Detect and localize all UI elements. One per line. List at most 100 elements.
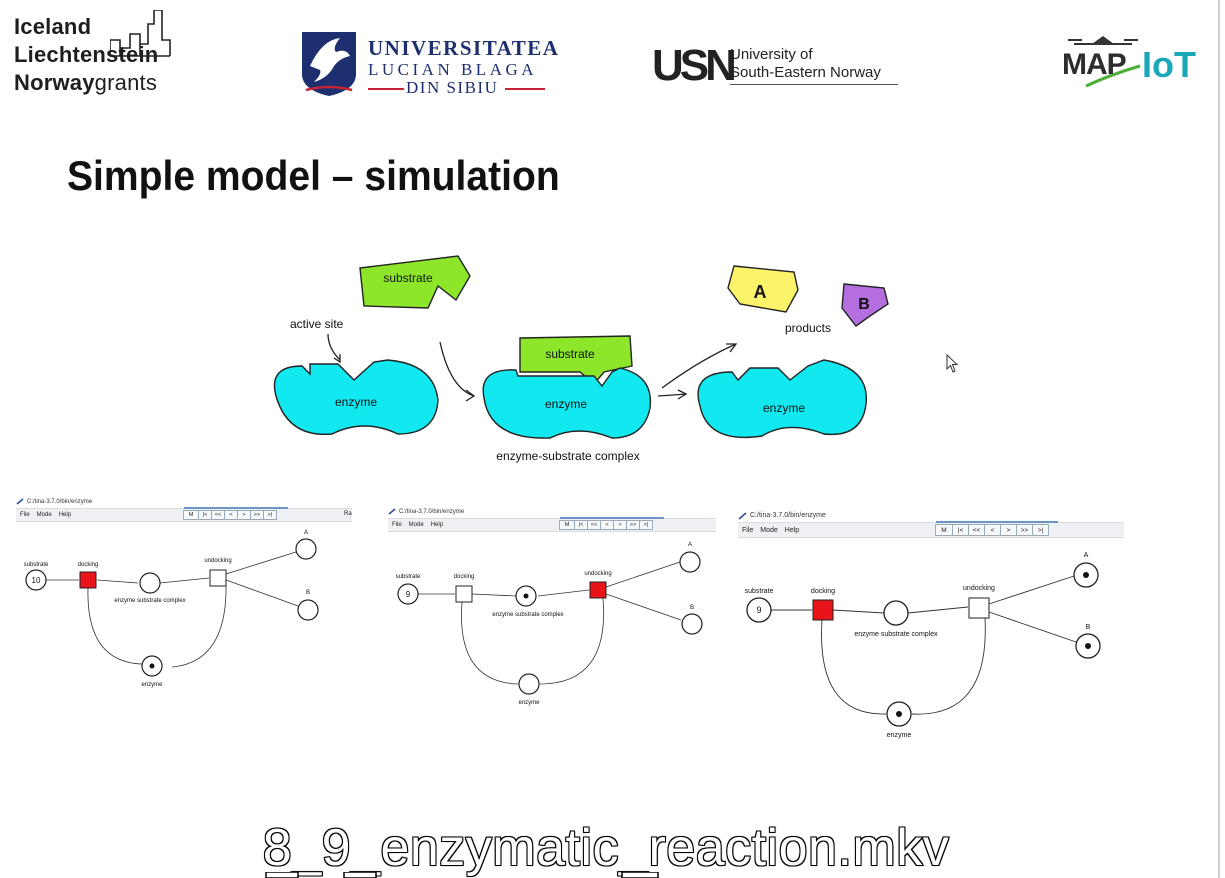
last-step-button[interactable]: >| <box>263 510 277 520</box>
first-step-button[interactable]: |< <box>574 520 588 530</box>
menu-file[interactable]: File <box>20 512 30 518</box>
enzyme-token <box>149 663 155 669</box>
illus-product-b-label: B <box>858 296 870 313</box>
docking-label: docking <box>811 588 835 595</box>
mode-button[interactable]: M <box>559 520 575 530</box>
tina-menubar: File Mode Help M |< << < > >> >| <box>388 517 716 532</box>
stepper-toolbar: M |< << < > >> >| <box>559 520 653 530</box>
undocking-label: undocking <box>963 585 995 592</box>
menu-help[interactable]: Help <box>430 522 444 528</box>
menu-mode[interactable]: Mode <box>408 522 424 528</box>
substrate-place[interactable]: 9 <box>397 583 419 605</box>
substrate-place[interactable]: 9 <box>746 597 772 623</box>
substrate-token-count: 10 <box>32 576 41 585</box>
usn-line-1: University of <box>730 46 813 63</box>
ulbs-red-rule-right <box>505 88 545 90</box>
substrate-label: substrate <box>745 588 774 595</box>
step-forward-button[interactable]: > <box>237 510 251 520</box>
product-b-place[interactable] <box>297 599 319 621</box>
docking-transition[interactable] <box>455 585 473 603</box>
enzyme-label: enzyme <box>518 700 540 706</box>
product-a-label: A <box>1084 552 1089 559</box>
tina-titlebar: C:/tina-3.7.0/bin/enzyme <box>388 506 464 517</box>
fast-back-button[interactable]: << <box>968 524 985 536</box>
tina-menubar: File Mode Help M |< << < > >> >| <box>738 521 1124 538</box>
enzyme-label: enzyme <box>141 682 163 688</box>
substrate-label: substrate <box>396 574 421 580</box>
menu-file[interactable]: File <box>742 526 754 534</box>
complex-place[interactable] <box>883 600 909 626</box>
illus-enzyme-label-2: enzyme <box>545 397 587 411</box>
first-step-button[interactable]: |< <box>198 510 212 520</box>
ulbs-red-rule-left <box>368 88 404 90</box>
enzyme-place[interactable] <box>518 673 540 695</box>
menu-help[interactable]: Help <box>58 512 72 518</box>
undocking-transition[interactable] <box>968 597 990 619</box>
eea-line-liechtenstein: Liechtenstein <box>14 42 159 67</box>
step-back-button[interactable]: < <box>984 524 1001 536</box>
illus-enzyme-label-1: enzyme <box>335 395 377 409</box>
undocking-label: undocking <box>204 558 231 564</box>
complex-label: enzyme substrate complex <box>114 598 185 604</box>
step-back-button[interactable]: < <box>600 520 614 530</box>
tina-window-2: C:/tina-3.7.0/bin/enzyme File Mode Help … <box>388 506 716 712</box>
product-b-label: B <box>1086 624 1091 631</box>
mouse-cursor-icon <box>946 354 959 373</box>
substrate-place[interactable]: 10 <box>25 569 47 591</box>
menu-mode[interactable]: Mode <box>36 512 52 518</box>
docking-label: docking <box>78 562 99 568</box>
enzyme-shape-2 <box>482 367 652 439</box>
enzyme-shape-3 <box>697 359 867 439</box>
toolbar-accent <box>560 517 664 519</box>
last-step-button[interactable]: >| <box>1032 524 1049 536</box>
eea-line-norway: Norway <box>14 70 95 95</box>
product-a-label: A <box>688 542 692 548</box>
fast-back-button[interactable]: << <box>587 520 601 530</box>
mapiot-text-iot: IoT <box>1142 44 1196 85</box>
docking-transition[interactable] <box>79 571 97 589</box>
fast-forward-button[interactable]: >> <box>250 510 264 520</box>
product-b-place[interactable] <box>681 613 703 635</box>
complex-label: enzyme substrate complex <box>492 612 563 618</box>
eea-line-grants: grants <box>94 70 158 95</box>
undocking-transition[interactable] <box>589 581 607 599</box>
menu-help[interactable]: Help <box>784 526 800 534</box>
fast-back-button[interactable]: << <box>211 510 225 520</box>
usn-line-2: South-Eastern Norway <box>730 64 881 81</box>
tina-window-3: C:/tina-3.7.0/bin/enzyme File Mode Help … <box>738 510 1124 742</box>
menu-file[interactable]: File <box>392 522 402 528</box>
step-back-button[interactable]: < <box>224 510 238 520</box>
mode-button[interactable]: M <box>935 524 953 536</box>
enzyme-label: enzyme <box>887 732 912 739</box>
undocking-label: undocking <box>584 571 611 577</box>
tina-titlebar: C:/tina-3.7.0/bin/enzyme <box>738 510 826 521</box>
product-a-label: A <box>304 530 308 536</box>
product-a-place[interactable] <box>295 538 317 560</box>
toolbar-extra-label[interactable]: Ra <box>344 511 352 517</box>
petri-net-3: 9 substrate docking enzyme substrate com… <box>745 552 1101 739</box>
menu-mode[interactable]: Mode <box>760 526 778 534</box>
illus-complex-label: enzyme-substrate complex <box>496 449 639 463</box>
mode-button[interactable]: M <box>183 510 199 520</box>
eea-grants-mark-icon <box>110 10 171 57</box>
docking-transition[interactable] <box>812 599 834 621</box>
step-forward-button[interactable]: > <box>613 520 627 530</box>
tina-app-icon <box>16 498 24 505</box>
illus-active-site-label: active site <box>290 317 344 331</box>
toolbar-accent <box>936 521 1058 523</box>
fast-forward-button[interactable]: >> <box>626 520 640 530</box>
product-b-shape <box>841 283 889 327</box>
mapiot-drone-icon <box>1068 36 1141 88</box>
tina-window-title: C:/tina-3.7.0/bin/enzyme <box>27 498 93 505</box>
first-step-button[interactable]: |< <box>952 524 969 536</box>
substrate-token-count: 9 <box>756 605 761 615</box>
petri-net-1: 10 substrate docking enzyme substrate co… <box>24 530 319 688</box>
undocking-transition[interactable] <box>209 569 227 587</box>
video-filename-caption: 8_9_enzymatic_reaction.mkv <box>262 818 950 878</box>
petri-net-2: 9 substrate docking enzyme substrate com… <box>396 542 703 706</box>
product-a-place[interactable] <box>679 551 701 573</box>
last-step-button[interactable]: >| <box>639 520 653 530</box>
step-forward-button[interactable]: > <box>1000 524 1017 536</box>
complex-place[interactable] <box>139 572 161 594</box>
fast-forward-button[interactable]: >> <box>1016 524 1033 536</box>
